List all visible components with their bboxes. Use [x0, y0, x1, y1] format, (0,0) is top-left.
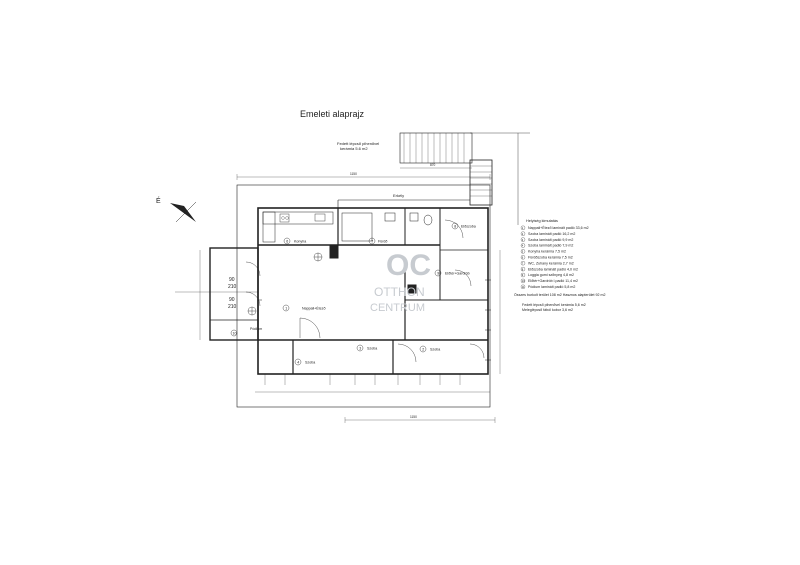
balcony-label: Erkély	[393, 193, 404, 198]
dim-bottom: 1150	[410, 415, 417, 419]
room-num-bed3: 3	[359, 346, 361, 350]
stair-note-2: kerámia 5.6 m2	[340, 146, 368, 151]
room-name-bed2: Szoba	[430, 347, 440, 351]
legend-item-text: Szoba laminált padló 7,9 m2	[528, 244, 573, 248]
stair-note-1: Fedett lépcső pihenővel	[337, 141, 379, 146]
legend-marker	[520, 261, 526, 266]
watermark-logo: OC	[386, 249, 431, 282]
room-name-bath: Fürdő	[378, 239, 387, 243]
room-num-living: 1	[285, 306, 287, 310]
legend-marker	[520, 249, 526, 254]
room-name-wardrobe: Előtér+Gardrób	[445, 271, 470, 275]
stair-treads	[403, 133, 492, 197]
legend-item-text: Előtér+Gardrób l.padló 11,4 m2	[528, 279, 578, 283]
legend-item-num: 1	[522, 226, 524, 230]
north-label: É	[156, 196, 161, 205]
watermark-line1: OTTHON	[374, 285, 425, 299]
room-num-bed4: 4	[297, 360, 299, 364]
legend-item-num: 2	[522, 232, 524, 236]
legend-item-num: 7	[522, 261, 524, 265]
legend-total: Összes burkolt terület 108 m2 Hasznos al…	[514, 293, 606, 297]
legend-item-num: 8	[522, 267, 524, 271]
stair-landing	[399, 132, 473, 164]
room-name-kitchen: Konyha	[294, 239, 306, 243]
room-num-kitchen: 6	[286, 239, 288, 243]
legend-marker	[520, 255, 526, 260]
legend-marker	[520, 231, 526, 236]
legend-item-text: Előszoba laminált padló 4,0 m2	[528, 267, 578, 271]
legend-marker	[520, 272, 526, 278]
room-num-hall: 8	[454, 224, 456, 228]
north-arrow	[170, 203, 196, 222]
door-210: 210	[228, 284, 237, 290]
room-name-bed4: Szoba	[305, 360, 315, 364]
watermark-line2: CENTRUM	[370, 302, 425, 314]
room-name-living: Nappali+Étező	[302, 305, 325, 310]
legend-title: Helyiség kimutatás	[526, 219, 558, 223]
door-90b: 90	[229, 297, 235, 303]
legend-item-text: Loggia gumi szőnyeg 4,8 m2	[528, 273, 574, 277]
dimension-lines	[175, 167, 501, 423]
room-num-wardrobe: 9	[437, 271, 439, 275]
site-boundary	[236, 184, 491, 408]
room-num-bath: 7	[371, 239, 373, 243]
room-legend: Helyiség kimutatás 1 Nappali+Étező laminá…	[514, 219, 606, 312]
room-name-bed3: Szoba	[367, 346, 377, 350]
legend-marker	[520, 225, 526, 230]
legend-marker	[520, 266, 526, 272]
legend-item-num: 4	[522, 244, 524, 248]
room-name-hall: Előszoba	[461, 224, 476, 228]
legend-marker	[520, 278, 526, 284]
podium-wing	[209, 247, 259, 341]
legend-item-text: Szoba laminált padló 16,2 m2	[528, 232, 575, 236]
room-num-bed2: 2	[422, 347, 424, 351]
legend-item-text: Nappali+Étező laminált padló 33,6 m2	[528, 225, 589, 230]
legend-marker	[520, 284, 526, 289]
legend-item-num: 6	[522, 256, 524, 260]
room-num-podium: 10	[233, 331, 237, 335]
legend-item-text: Konyha kerámia 7,5 m2	[528, 250, 566, 254]
legend-item-num: 9	[522, 273, 524, 277]
legend-item-text: Pódium laminált padló 5,8 m2	[528, 285, 575, 289]
door-90: 90	[229, 277, 235, 283]
dim-top: 1150	[350, 172, 357, 176]
legend-marker	[520, 243, 526, 248]
door-210b: 210	[228, 304, 237, 310]
legend-extra-1: Fedett lépcső pihenővel kerámia 5,6 m2	[522, 303, 586, 307]
legend-item-num: 5	[522, 250, 524, 254]
legend-item-text: WC, Zuhany kerámia 2,7 m2	[528, 261, 574, 265]
legend-item-num: 3	[522, 238, 524, 242]
legend-item-text: Szoba laminált padló 9,9 m2	[528, 238, 573, 242]
dim-top2: 870	[430, 163, 436, 167]
legend-extra-2: Meleglépcső fából kobor 3,6 m2	[522, 308, 573, 312]
legend-item-text: Fürdőszoba kerámia 7,5 m2	[528, 256, 573, 260]
legend-marker	[520, 237, 526, 242]
legend-item-num: 10	[522, 279, 525, 283]
plan-title: Emeleti alaprajz	[300, 109, 365, 119]
legend-item-num: 11	[522, 285, 525, 289]
room-name-podium: Pódium	[250, 327, 262, 331]
